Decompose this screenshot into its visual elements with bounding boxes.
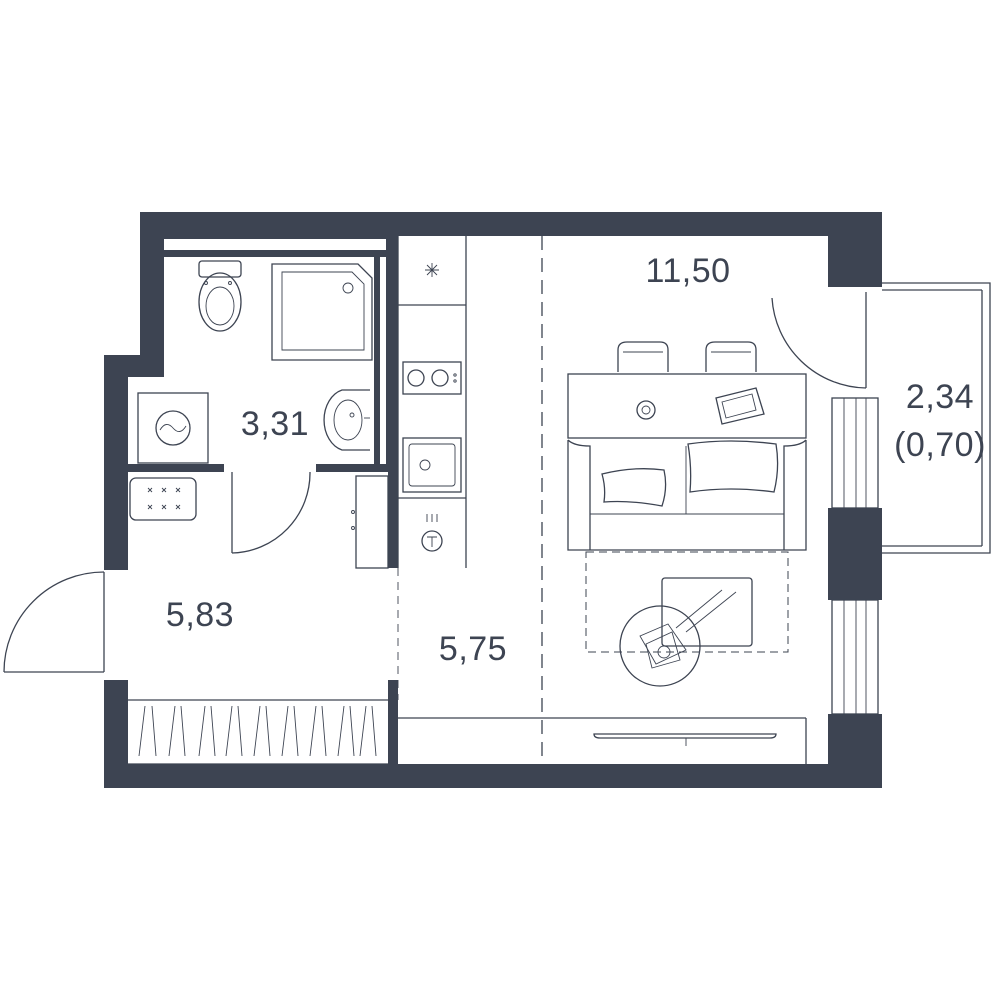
kitchen-fixtures: [397, 236, 543, 764]
kitchen-area-label: 5,75: [438, 630, 508, 668]
windows: [831, 397, 879, 715]
boiler-icon: [426, 514, 438, 522]
living-area-label: 11,50: [645, 252, 731, 290]
balcony-area-label: 2,34: [905, 378, 975, 416]
hallway-area-label: 5,83: [165, 596, 235, 634]
magazines-icon: [639, 623, 687, 669]
hallway-fixtures: [3, 475, 399, 765]
balcony-reduced-area-label: (0,70): [894, 426, 986, 464]
snowflake-icon: [425, 263, 439, 277]
wardrobe-hangers: [138, 705, 377, 757]
bathroom-area-label: 3,31: [240, 405, 310, 443]
walls: [104, 212, 882, 788]
bathroom-fixtures: [137, 260, 373, 554]
balcony: [771, 282, 991, 554]
living-room-furniture: [398, 341, 807, 764]
